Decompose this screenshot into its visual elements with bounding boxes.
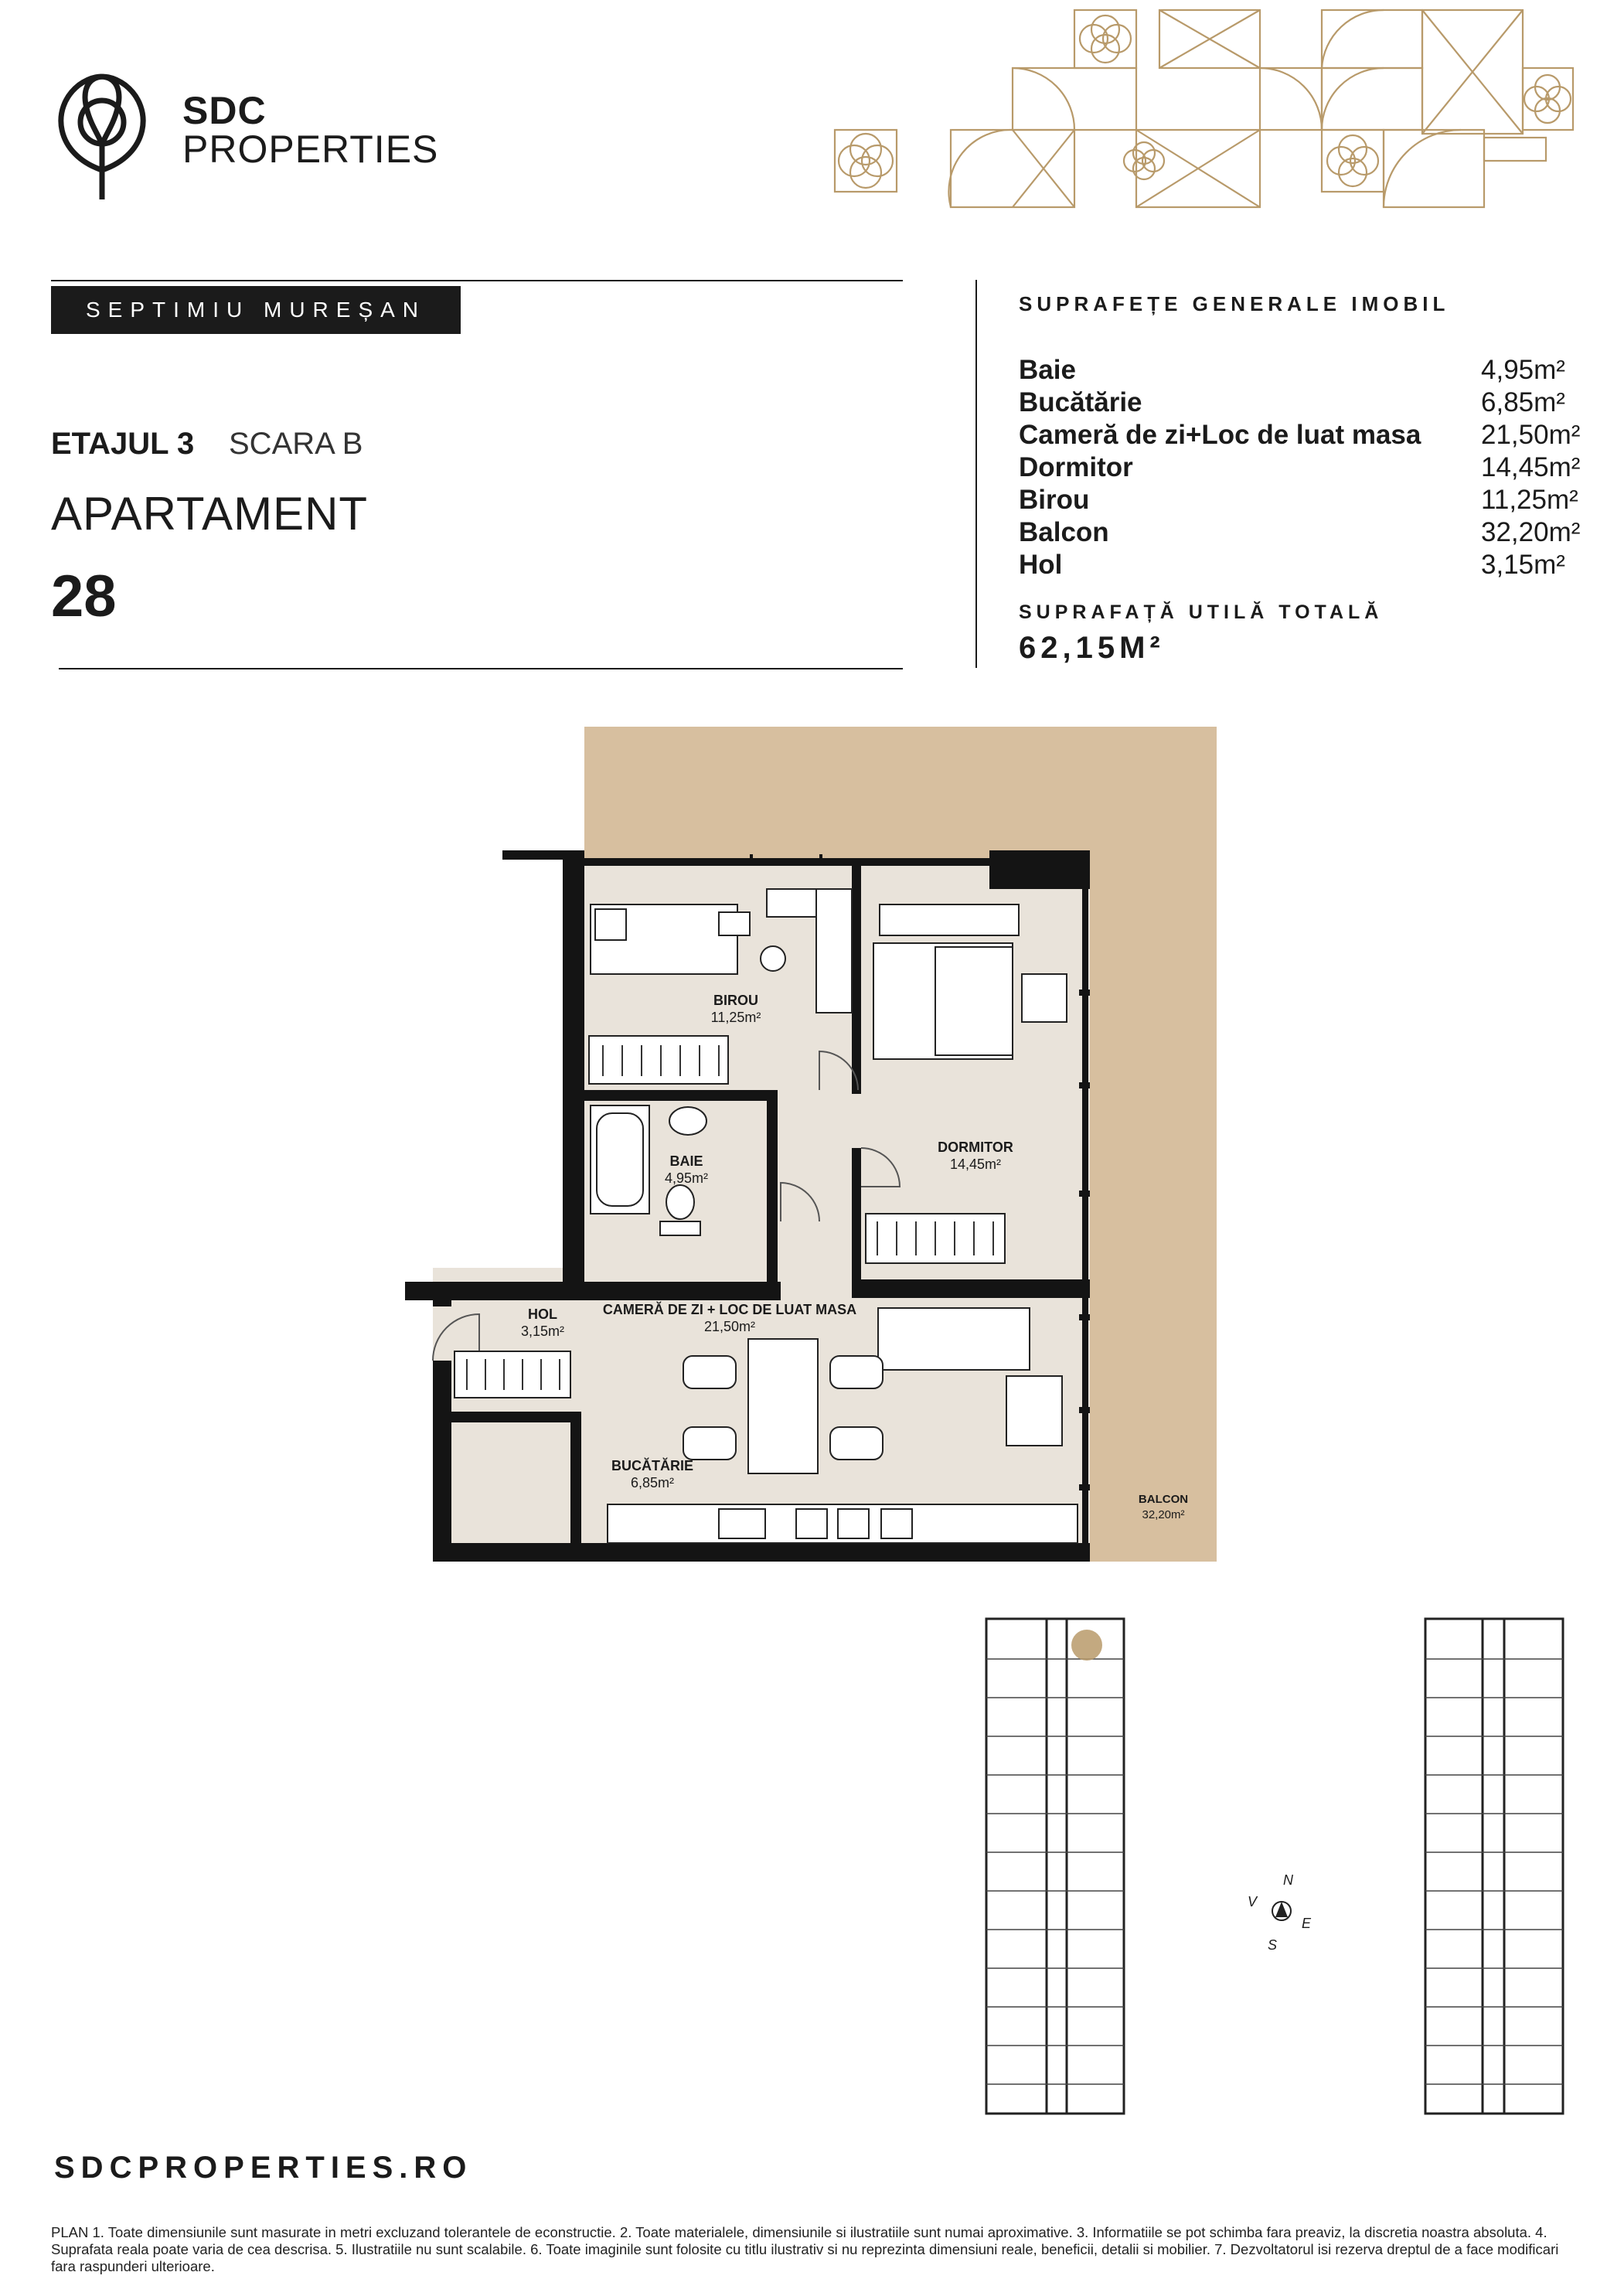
apartment-location-marker (1071, 1630, 1102, 1661)
area-row: Hol 3,15m² (1019, 549, 1591, 581)
staircase: SCARA B (229, 427, 363, 461)
area-value: 21,50m² (1481, 420, 1581, 450)
room-label-baie: BAIE (669, 1153, 703, 1169)
room-area-bucatarie: 6,85m² (631, 1475, 674, 1490)
header-divider (975, 280, 977, 668)
room-area-birou: 11,25m² (711, 1010, 761, 1025)
room-area-hol: 3,15m² (521, 1323, 564, 1339)
area-row: Baie 4,95m² (1019, 354, 1591, 387)
area-value: 32,20m² (1481, 517, 1581, 547)
brand-subtitle: PROPERTIES (182, 128, 439, 171)
project-badge: SEPTIMIU MUREȘAN (51, 286, 461, 334)
room-area-living: 21,50m² (704, 1319, 755, 1334)
compass-v: V (1248, 1894, 1258, 1909)
legal-disclaimer: PLAN 1. Toate dimensiunile sunt masurate… (51, 2224, 1559, 2274)
room-label-dormitor: DORMITOR (938, 1139, 1013, 1155)
brand-name: SDC (182, 89, 267, 132)
compass-n: N (1283, 1872, 1294, 1888)
area-value: 6,85m² (1481, 387, 1565, 417)
areas-title: SUPRAFEȚE GENERALE IMOBIL (1019, 292, 1450, 315)
header-rule-bottom (59, 668, 903, 669)
compass-icon: N E S V (1248, 1872, 1312, 1953)
area-name: Dormitor (1019, 452, 1133, 482)
area-row: Birou 11,25m² (1019, 484, 1591, 516)
room-area-baie: 4,95m² (665, 1170, 708, 1186)
area-row: Cameră de zi+Loc de luat masa 21,50m² (1019, 419, 1591, 451)
area-value: 3,15m² (1481, 550, 1565, 580)
area-name: Cameră de zi+Loc de luat masa (1019, 420, 1421, 450)
room-area-dormitor: 14,45m² (950, 1157, 1001, 1172)
total-area-value: 62,15M² (1019, 631, 1165, 665)
floor-level: ETAJUL 3 (51, 427, 195, 461)
apartment-label: APARTAMENT (51, 488, 369, 540)
building-right (1424, 1617, 1564, 2115)
apartment-number: 28 (51, 564, 117, 629)
compass-s: S (1268, 1937, 1277, 1953)
compass-e: E (1302, 1916, 1312, 1931)
area-name: Baie (1019, 355, 1076, 385)
area-value: 11,25m² (1481, 485, 1578, 515)
area-row: Dormitor 14,45m² (1019, 451, 1591, 484)
building-left (985, 1617, 1125, 2115)
site-plan: N E S V (985, 1617, 1564, 2115)
sdc-logo-icon (58, 73, 146, 199)
area-row: Balcon 32,20m² (1019, 516, 1591, 549)
floor-plan: BIROU 11,25m² BAIE 4,95m² DORMITOR 14,45… (405, 727, 1217, 1562)
area-name: Balcon (1019, 517, 1109, 547)
total-area-title: SUPRAFAȚĂ UTILĂ TOTALĂ (1019, 601, 1384, 623)
area-name: Birou (1019, 485, 1090, 515)
header-rule-top (51, 280, 903, 281)
area-value: 14,45m² (1481, 452, 1581, 482)
area-row: Bucătărie 6,85m² (1019, 387, 1591, 419)
room-label-living: CAMERĂ DE ZI + LOC DE LUAT MASA (603, 1301, 856, 1317)
areas-table: Baie 4,95m² Bucătărie 6,85m² Cameră de zi+… (1019, 354, 1591, 581)
area-name: Hol (1019, 550, 1063, 580)
room-area-balcon: 32,20m² (1142, 1508, 1184, 1521)
room-label-birou: BIROU (713, 993, 758, 1008)
room-label-balcon: BALCON (1139, 1493, 1188, 1506)
website-link[interactable]: SDCPROPERTIES.RO (54, 2151, 473, 2185)
area-value: 4,95m² (1481, 355, 1565, 385)
decorative-pattern (833, 9, 1575, 209)
area-name: Bucătărie (1019, 387, 1142, 417)
room-label-hol: HOL (528, 1306, 557, 1322)
room-label-bucatarie: BUCĂTĂRIE (611, 1457, 693, 1473)
